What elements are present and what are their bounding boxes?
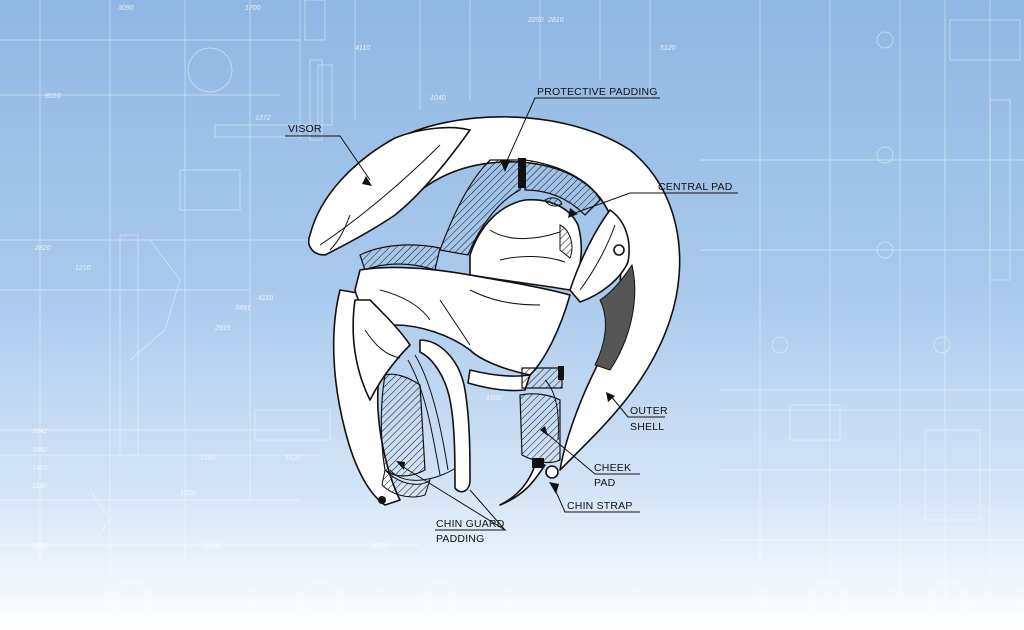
cheek-pad	[519, 393, 561, 464]
bp-num: 1372	[255, 115, 271, 122]
bp-num: 2820	[34, 245, 51, 252]
label-visor: VISOR	[288, 123, 322, 135]
label-chin-strap: CHIN STRAP	[567, 500, 633, 512]
bp-num: 2810	[547, 17, 564, 24]
bp-num: 1722	[180, 490, 196, 497]
bp-num: 1420	[32, 465, 48, 472]
bp-num: 2919	[214, 325, 231, 332]
chin-guard-padding	[380, 373, 426, 477]
bp-num: 1700	[245, 5, 261, 12]
label-cheek-pad-2: PAD	[594, 477, 616, 489]
label-central-pad: CENTRAL PAD	[658, 181, 733, 193]
visor	[308, 126, 471, 256]
bp-num: 2250	[527, 17, 544, 24]
bp-num: 3491	[235, 305, 251, 312]
bp-num: 5120	[660, 45, 676, 52]
central-pad	[469, 198, 583, 291]
bp-num: 1140	[32, 483, 47, 490]
bp-num: 8010	[45, 93, 61, 100]
bp-num: 2890	[31, 543, 48, 550]
label-outer-shell-1: OUTER	[630, 405, 668, 417]
bp-num: 4110	[355, 45, 370, 52]
bp-num: 3090	[118, 5, 134, 12]
label-outer-shell-2: SHELL	[630, 421, 664, 433]
chin-strap	[419, 339, 471, 493]
bp-num: 2642	[31, 428, 48, 435]
label-cheek-pad-1: CHEEK	[594, 462, 631, 474]
label-chin-guard-2: PADDING	[436, 533, 484, 545]
bp-num: 1040	[430, 95, 446, 102]
bp-num: 2890	[369, 543, 386, 550]
bp-num: 4110	[258, 295, 273, 302]
bp-num: 1600	[486, 395, 502, 402]
label-chin-guard-1: CHIN GUARD	[436, 518, 505, 530]
bp-num: 1520	[285, 455, 301, 462]
bp-num: 1540	[200, 455, 216, 462]
label-protective-padding: PROTECTIVE PADDING	[537, 86, 658, 98]
bp-num: 1210	[75, 265, 91, 272]
bp-num: 1642	[32, 447, 48, 454]
bp-num: 3400	[205, 543, 221, 550]
